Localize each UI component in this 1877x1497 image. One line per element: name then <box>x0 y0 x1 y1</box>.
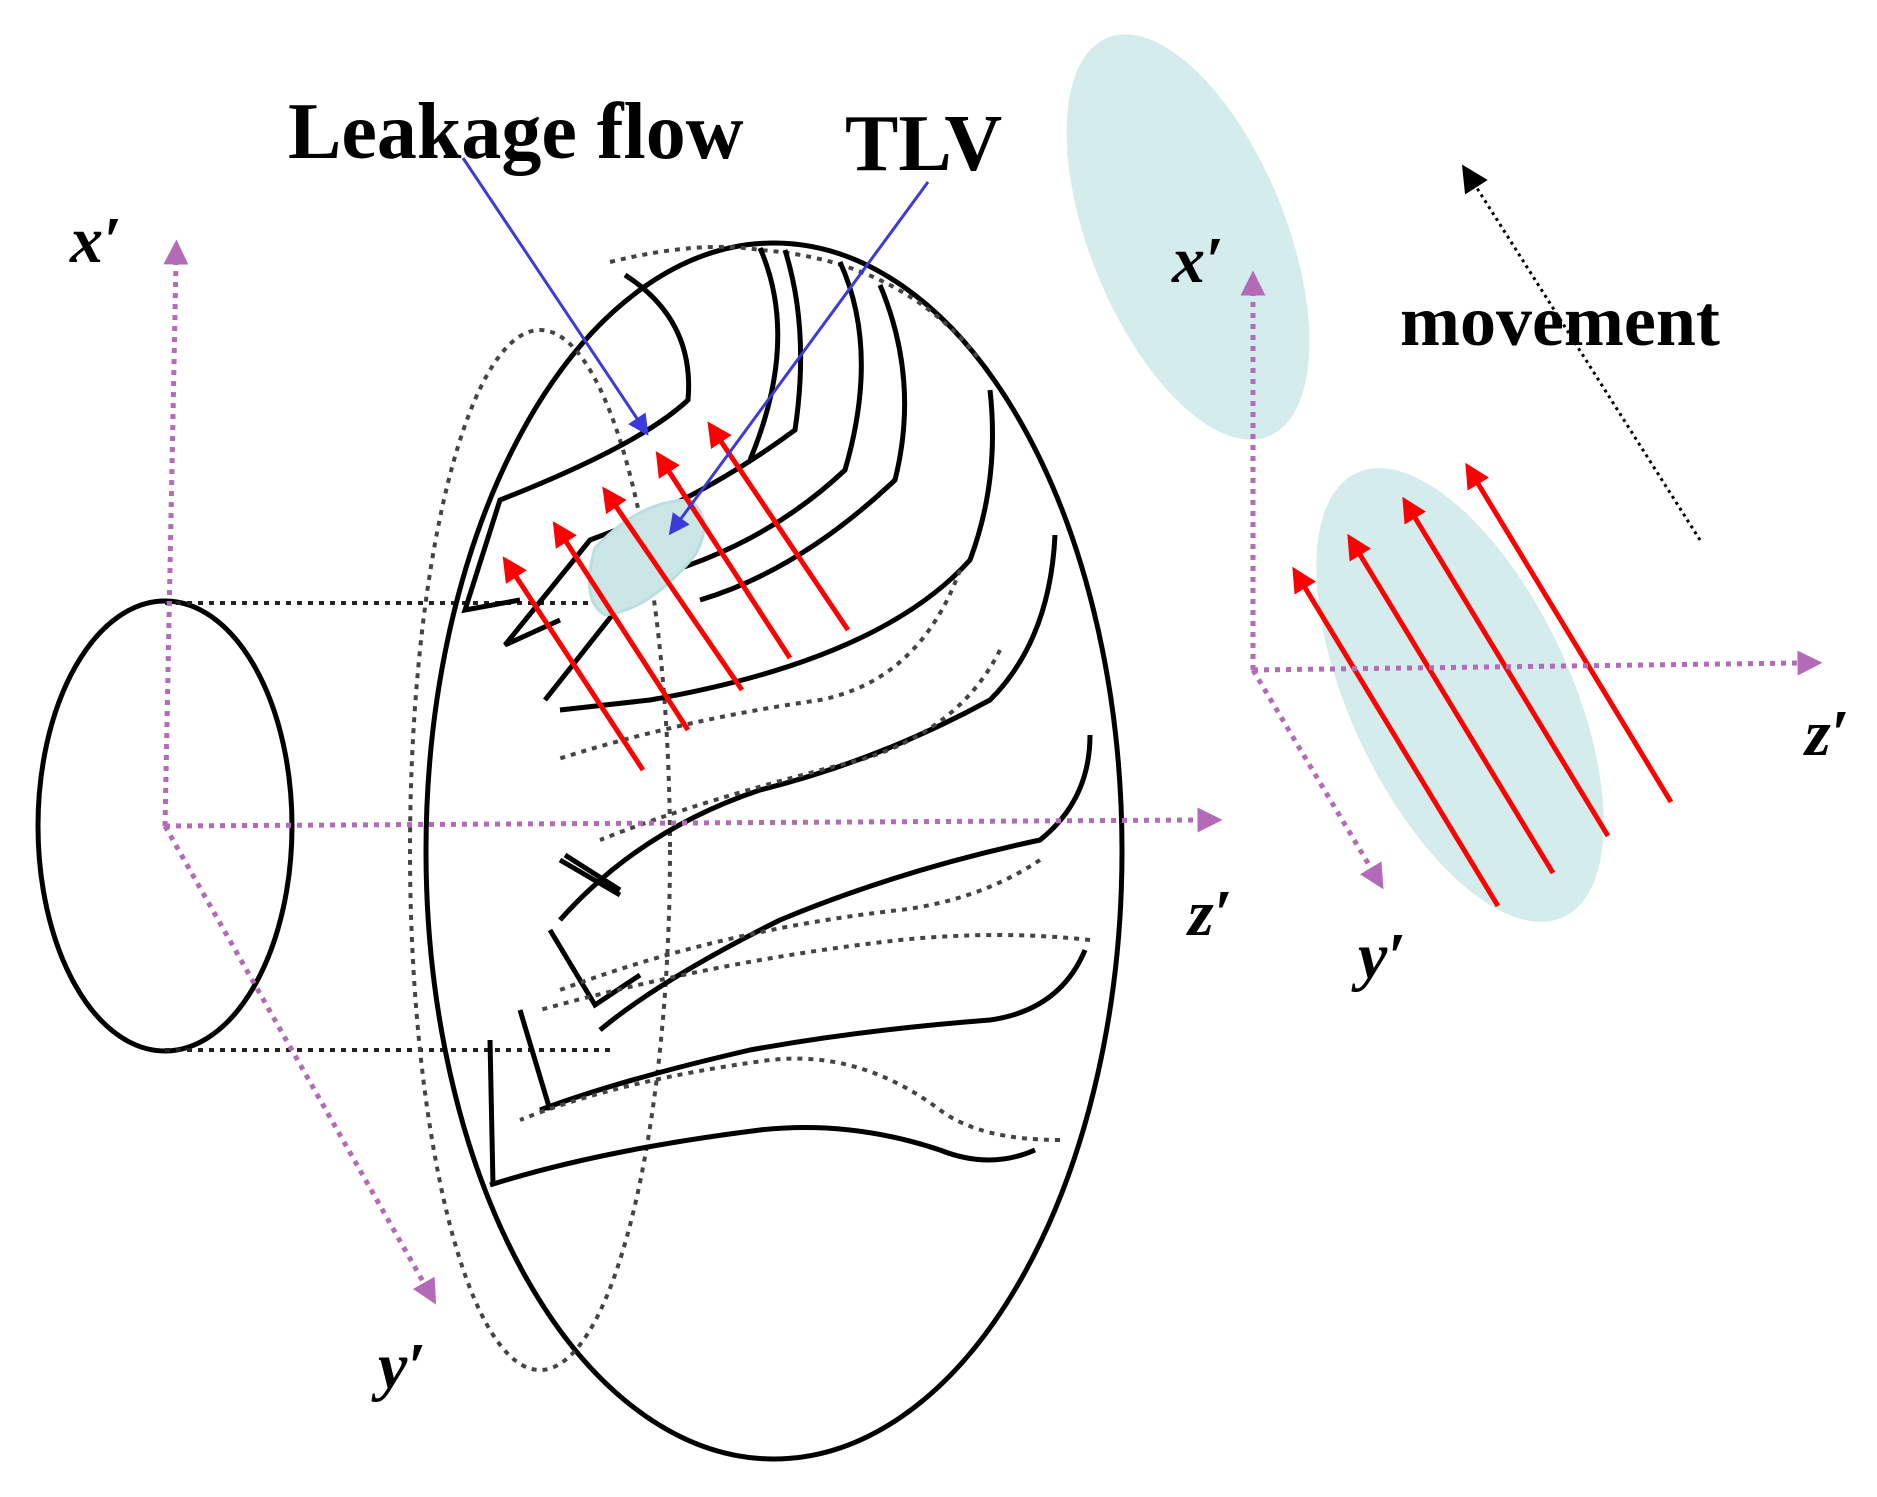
leakage-flow-arrows-right <box>1292 462 1674 908</box>
label-axis-left-x: x′ <box>69 204 122 277</box>
rotor-ellipse <box>423 240 1125 1462</box>
tip-dotted-arc <box>609 244 982 362</box>
leakage-flow-arrows-left <box>502 421 851 772</box>
label-leakage-flow: Leakage flow <box>288 88 744 176</box>
vortex-region-upper <box>1066 34 1310 440</box>
label-axis-right-x: x′ <box>1171 224 1224 297</box>
tlv-vortex-blob <box>587 498 706 617</box>
hub-dotted-ellipse <box>408 328 672 1372</box>
label-tlv: TLV <box>845 100 1002 188</box>
label-axis-right-y: y′ <box>1351 920 1406 993</box>
axis-left-x <box>162 239 189 827</box>
axis-left-z <box>164 807 1223 833</box>
movement-arrow <box>1461 164 1702 541</box>
axis-right-z <box>1252 650 1823 676</box>
axes-right <box>1240 270 1823 890</box>
label-axis-left-z: z′ <box>1186 877 1232 950</box>
pointer-leakage-flow <box>461 157 649 436</box>
axis-left-y <box>162 824 437 1305</box>
axes-left <box>162 239 1223 1305</box>
blade-hidden-edges <box>519 569 1091 1142</box>
blade-group <box>461 247 1093 1188</box>
label-axis-right-z: z′ <box>1803 697 1849 770</box>
vortex-region-lower <box>1316 468 1604 922</box>
pointer-tlv <box>668 181 930 536</box>
label-axis-left-y: y′ <box>371 1330 426 1403</box>
label-movement: movement <box>1400 281 1720 361</box>
